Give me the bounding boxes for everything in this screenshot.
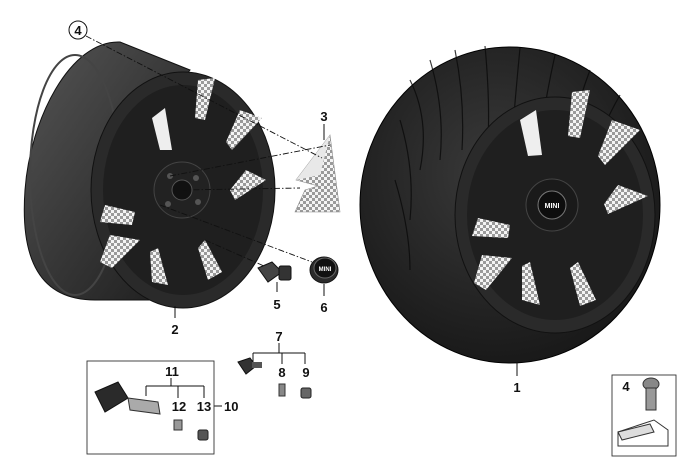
callout-3: 3 [320, 109, 327, 124]
callout-4-circled: 4 [68, 20, 88, 40]
callout-10: 10 [224, 399, 238, 414]
callout-12: 12 [172, 399, 186, 414]
alloy-rim [23, 41, 276, 309]
callout-7: 7 [275, 329, 282, 344]
callout-labels: 3 5 6 2 1 7 8 9 11 12 13 10 [165, 109, 520, 414]
callout-11: 11 [165, 364, 179, 379]
callout-6: 6 [320, 300, 327, 315]
wheel-spoke-accents [472, 90, 648, 306]
callout-13: 13 [197, 399, 211, 414]
callout-9: 9 [302, 365, 309, 380]
decal-sticker [294, 134, 341, 213]
complete-wheel: MINI [359, 45, 661, 364]
center-cap: MINI [309, 256, 339, 284]
svg-text:4: 4 [74, 23, 82, 38]
tpms-sensor-box [86, 360, 215, 455]
callout-leaders [145, 124, 518, 407]
callout-2: 2 [171, 322, 178, 337]
assembly-lines [85, 35, 331, 267]
center-cap-logo: MINI [319, 267, 332, 273]
rim-spoke-accents [100, 78, 266, 285]
callout-5: 5 [273, 297, 280, 312]
callout-4b: 4 [622, 379, 630, 394]
callout-8: 8 [278, 365, 285, 380]
callout-1: 1 [513, 380, 520, 395]
tire-valve [257, 261, 292, 283]
wheel-bolt-box: 4 [611, 374, 677, 457]
valve-kit [237, 357, 312, 399]
wheel-logo: MINI [545, 203, 560, 210]
